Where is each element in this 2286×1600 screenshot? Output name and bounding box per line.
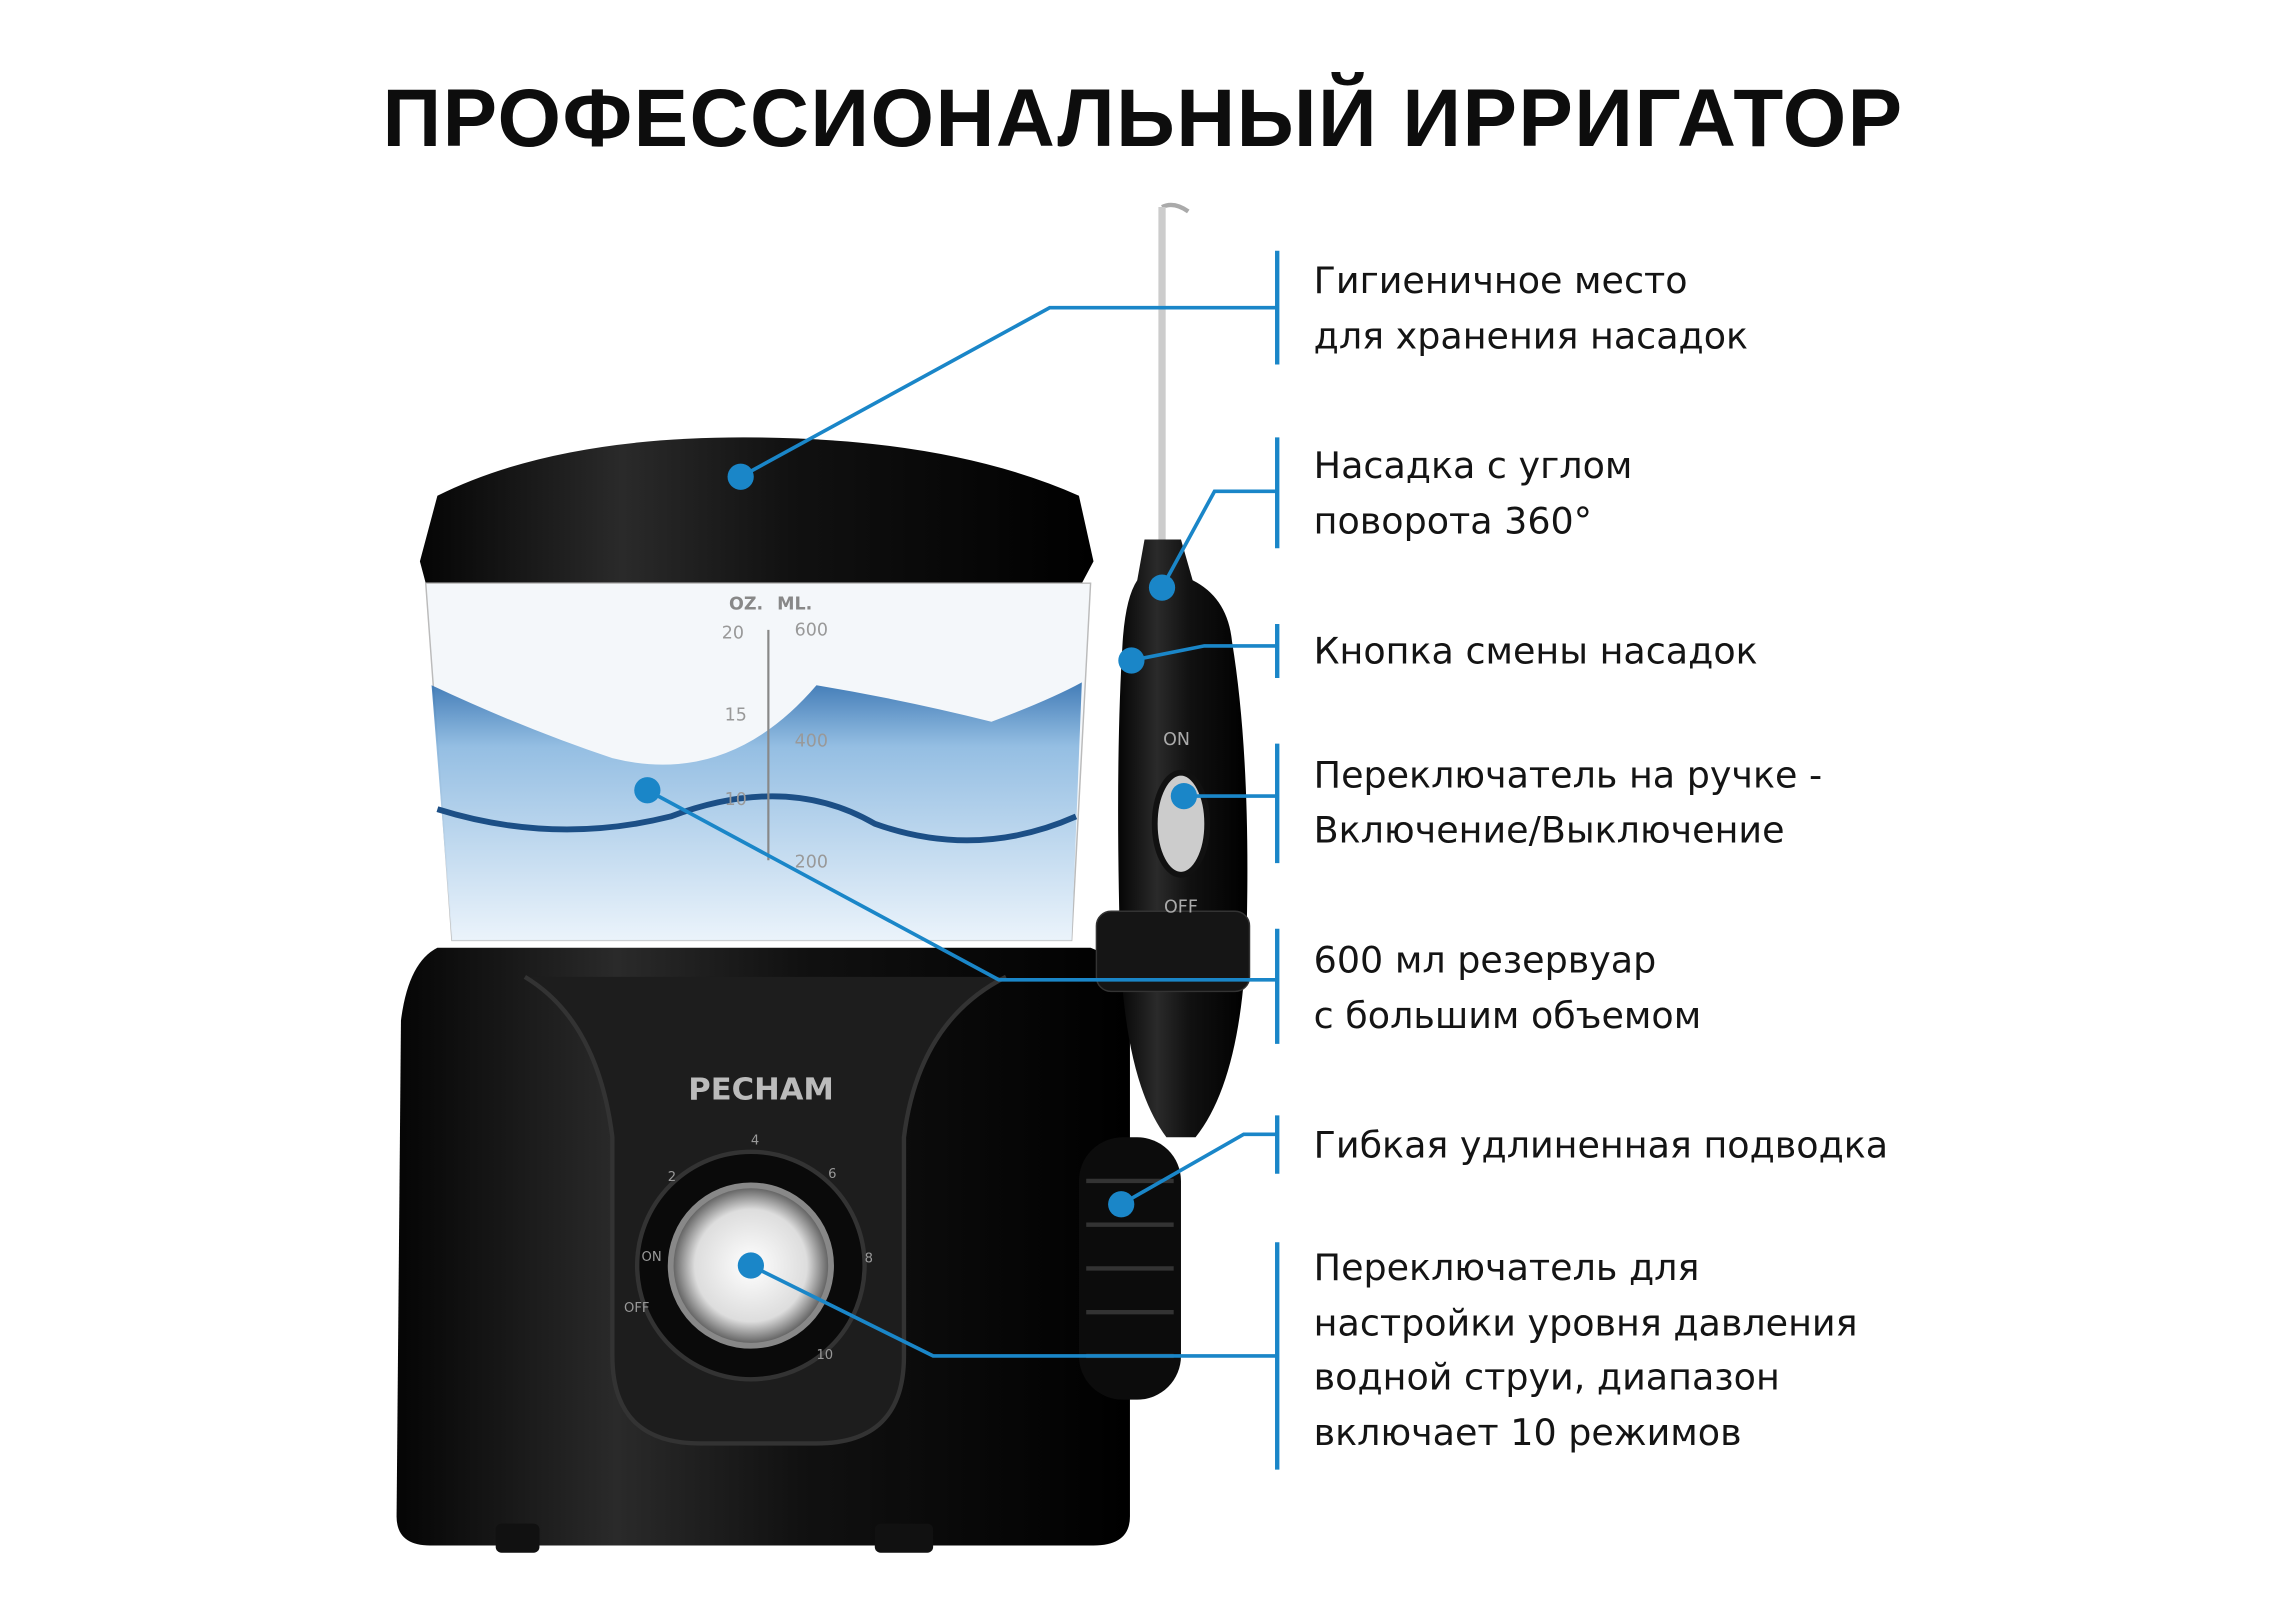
callout-dot	[1170, 782, 1198, 810]
callout-dot	[727, 463, 754, 490]
callout-dot	[634, 777, 661, 804]
svg-text:20: 20	[722, 624, 744, 644]
svg-text:200: 200	[795, 853, 828, 873]
callout-handle-switch: Переключатель на ручке - Включение/Выклю…	[1313, 753, 1823, 851]
svg-text:ON: ON	[642, 1250, 662, 1265]
handle: ON OFF	[1095, 202, 1251, 1138]
callout-reservoir: 600 мл резервуар с большим объемом	[1313, 938, 1702, 1036]
water-reservoir: OZ. ML. 20 15 10 600 400 200	[424, 582, 1092, 942]
svg-text:8: 8	[865, 1252, 873, 1267]
callout-dot	[737, 1252, 764, 1279]
callout-hose: Гибкая удлиненная подводка	[1313, 1124, 1889, 1167]
page-title: ПРОФЕССИОНАЛЬНЫЙ ИРРИГАТОР	[382, 71, 1904, 164]
svg-text:10: 10	[816, 1348, 833, 1363]
svg-text:OFF: OFF	[624, 1301, 649, 1316]
callout-nozzle-release-button: Кнопка смены насадок	[1313, 629, 1758, 673]
callout-dot	[1148, 574, 1176, 601]
svg-text:6: 6	[828, 1167, 836, 1182]
svg-text:600: 600	[795, 621, 828, 641]
callout-rotating-nozzle: Насадка с углом поворота 360°	[1313, 444, 1633, 542]
callout-dot	[1108, 1191, 1135, 1218]
callout-dots	[634, 463, 1198, 1279]
svg-text:OFF: OFF	[1164, 898, 1198, 918]
svg-text:15: 15	[725, 705, 747, 725]
ml-unit-label: ML.	[777, 594, 812, 614]
callout-pressure-dial: Переключатель для настройки уровня давле…	[1313, 1246, 1858, 1453]
svg-text:4: 4	[751, 1134, 759, 1149]
svg-text:10: 10	[725, 790, 747, 810]
hose-coil	[1078, 1137, 1181, 1400]
oz-unit-label: OZ.	[729, 594, 763, 614]
svg-text:400: 400	[795, 731, 828, 751]
reservoir-lid	[419, 437, 1094, 584]
brand-logo: PECHAM	[688, 1072, 834, 1107]
svg-text:2: 2	[668, 1170, 676, 1185]
callout-lines	[646, 305, 1278, 1358]
callout-nozzle-storage: Гигиеничное место для хранения насадок	[1313, 259, 1749, 357]
callout-dot	[1118, 647, 1145, 674]
svg-text:ON: ON	[1163, 730, 1190, 750]
